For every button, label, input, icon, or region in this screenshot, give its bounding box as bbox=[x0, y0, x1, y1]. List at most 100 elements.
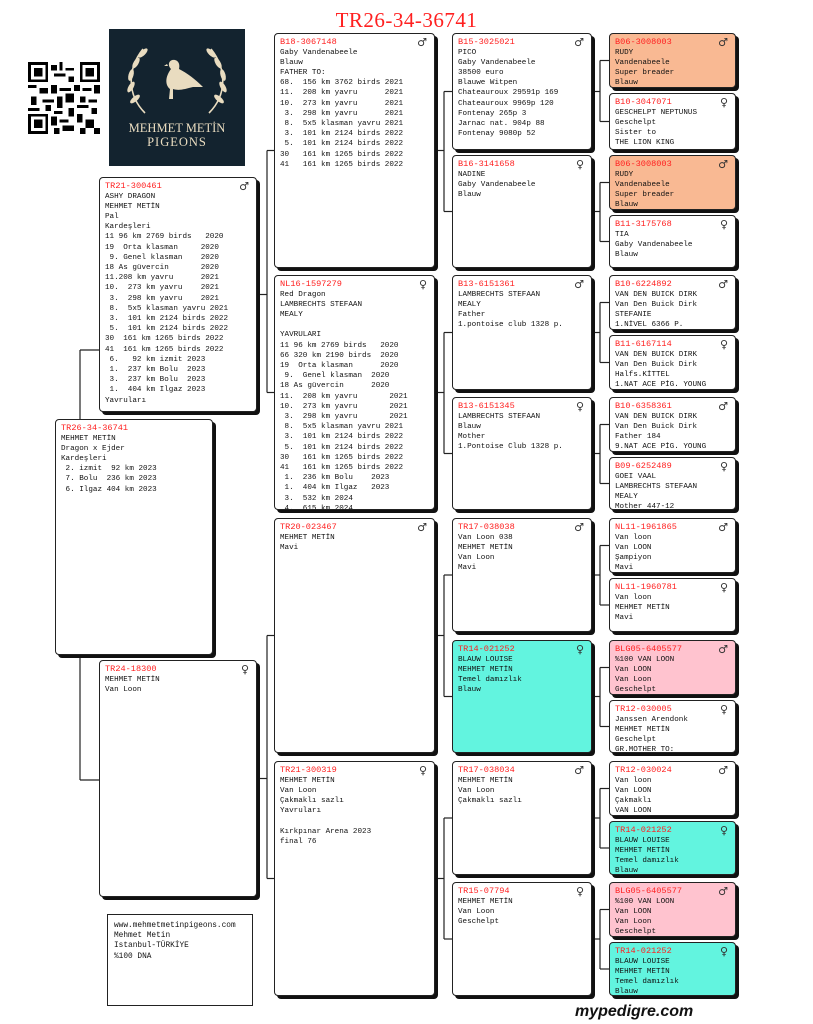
female-icon: ♀ bbox=[240, 663, 249, 676]
pigeon-detail-line: MEHMET METİN bbox=[615, 603, 670, 612]
breeder-website[interactable]: www.mehmetmetinpigeons.com bbox=[114, 922, 236, 930]
pigeon-detail-line: Father 184 bbox=[615, 432, 661, 441]
pigeon-detail-line: 18 As güvercin 2020 bbox=[105, 263, 219, 272]
pigeon-detail-line: ASHY DRAGON bbox=[105, 192, 156, 201]
pigeon-detail-line: 19 Orta klasman 2020 bbox=[105, 243, 219, 252]
pigeon-detail-line: MEHMET METİN bbox=[280, 533, 335, 542]
pigeon-detail-line: 8. 5x5 klasman yavru 2021 bbox=[105, 304, 229, 313]
pigeon-detail-line: Chateauroux 29591p 169 bbox=[458, 89, 559, 98]
male-icon: ♂ bbox=[718, 158, 728, 171]
pigeon-detail-line: MEHMET METİN bbox=[105, 675, 160, 684]
pigeon-detail-line: MEHMET METİN bbox=[105, 202, 160, 211]
pigeon-detail-line: Blauwe Witpen bbox=[458, 79, 518, 88]
pigeon-detail-line: Van Loon 038 bbox=[458, 533, 513, 542]
qr-code-icon bbox=[28, 62, 100, 134]
pigeon-detail-line: Vandenabeele bbox=[615, 58, 670, 67]
pigeon-detail-line: Jarnac nat. 904p 88 bbox=[458, 119, 545, 128]
ring-number: TR12-030005 bbox=[615, 704, 672, 714]
female-icon: ♀ bbox=[719, 581, 728, 594]
pigeon-detail-line: 6. Ilgaz 404 km 2023 bbox=[61, 485, 157, 494]
pigeon-detail-line: Blauw bbox=[458, 422, 481, 431]
breeder-name: Mehmet Metin bbox=[114, 932, 171, 941]
ring-number: TR17-038034 bbox=[458, 765, 515, 775]
pigeon-wreath-icon bbox=[127, 48, 227, 114]
pigeon-detail-line: MEHMET METİN bbox=[61, 434, 116, 443]
pigeon-detail-line: LAMBRECHTS STEFAAN bbox=[615, 482, 698, 491]
pigeon-detail-line: TIA bbox=[615, 230, 629, 239]
male-icon: ♂ bbox=[718, 643, 728, 656]
footer-brand-link[interactable]: mypedigre.com bbox=[575, 1003, 694, 1020]
pigeon-detail-line: Fontenay 265p 3 bbox=[458, 109, 527, 118]
pigeon-detail-line: Vandenabeele bbox=[615, 180, 670, 189]
ring-number: TR21-300461 bbox=[105, 181, 162, 191]
male-icon: ♂ bbox=[718, 400, 728, 413]
pigeon-detail-line: GESCHELPT NEPTUNUS bbox=[615, 108, 698, 117]
pigeon-detail-line: FATHER TO: bbox=[280, 68, 326, 77]
pigeon-detail-line: 3. 101 km 2124 birds 2022 bbox=[105, 314, 229, 323]
pigeon-detail-line: 38500 euro bbox=[458, 68, 504, 77]
female-icon: ♀ bbox=[719, 460, 728, 473]
pigeon-detail-line: Pal bbox=[105, 212, 119, 221]
pigeon-detail-line: 11 96 km 2769 birds 2020 bbox=[105, 233, 224, 242]
pigeon-detail-line: %100 VAN LOON bbox=[615, 655, 675, 664]
pigeon-detail-line: 7. Bolu 236 km 2023 bbox=[61, 475, 157, 484]
pigeon-detail-line: 41 161 km 1265 birds 2022 bbox=[280, 160, 404, 169]
pigeon-detail-line: 30 161 km 1265 birds 2022 bbox=[105, 335, 224, 344]
ring-number: B13-6151361 bbox=[458, 279, 515, 289]
female-icon: ♀ bbox=[418, 278, 427, 291]
pigeon-detail-line: 3. 532 km 2024 bbox=[280, 494, 353, 503]
pigeon-detail-line: Geschelpt bbox=[615, 118, 657, 127]
pigeon-detail-line: 10. 273 km yavru 2021 bbox=[105, 284, 219, 293]
pigeon-detail-line: Dragon x Ejder bbox=[61, 444, 125, 453]
pigeon-detail-line: Van LOON bbox=[615, 907, 652, 916]
pigeon-detail-line: Blauw bbox=[615, 250, 638, 259]
ring-number: NL16-1597279 bbox=[280, 279, 342, 289]
pigeon-detail-line: Blauw bbox=[458, 686, 481, 695]
pigeon-detail-line: Geschelpt bbox=[615, 735, 657, 744]
pigeon-detail-line: Van Loon bbox=[105, 685, 142, 694]
female-icon: ♀ bbox=[719, 96, 728, 109]
pigeon-detail-line: Çakmaklı sazlı bbox=[458, 796, 522, 805]
pigeon-detail-line: Van Den Buick Dirk bbox=[615, 360, 698, 369]
ring-number: TR20-023467 bbox=[280, 522, 337, 532]
pigeon-detail-line: 10. 273 km yavru 2021 bbox=[280, 402, 408, 411]
pigeon-detail-line: 8. 5x5 klasman yavru 2021 bbox=[280, 119, 404, 128]
pigeon-detail-line: BLAUW LOUISE bbox=[615, 957, 670, 966]
pigeon-detail-line: VAN DEN BUICK DIRK bbox=[615, 350, 698, 359]
male-icon: ♂ bbox=[718, 278, 728, 291]
pigeon-detail-line: Kardeşleri bbox=[61, 454, 107, 463]
pigeon-detail-line: 6. 92 km izmit 2023 bbox=[105, 355, 206, 364]
